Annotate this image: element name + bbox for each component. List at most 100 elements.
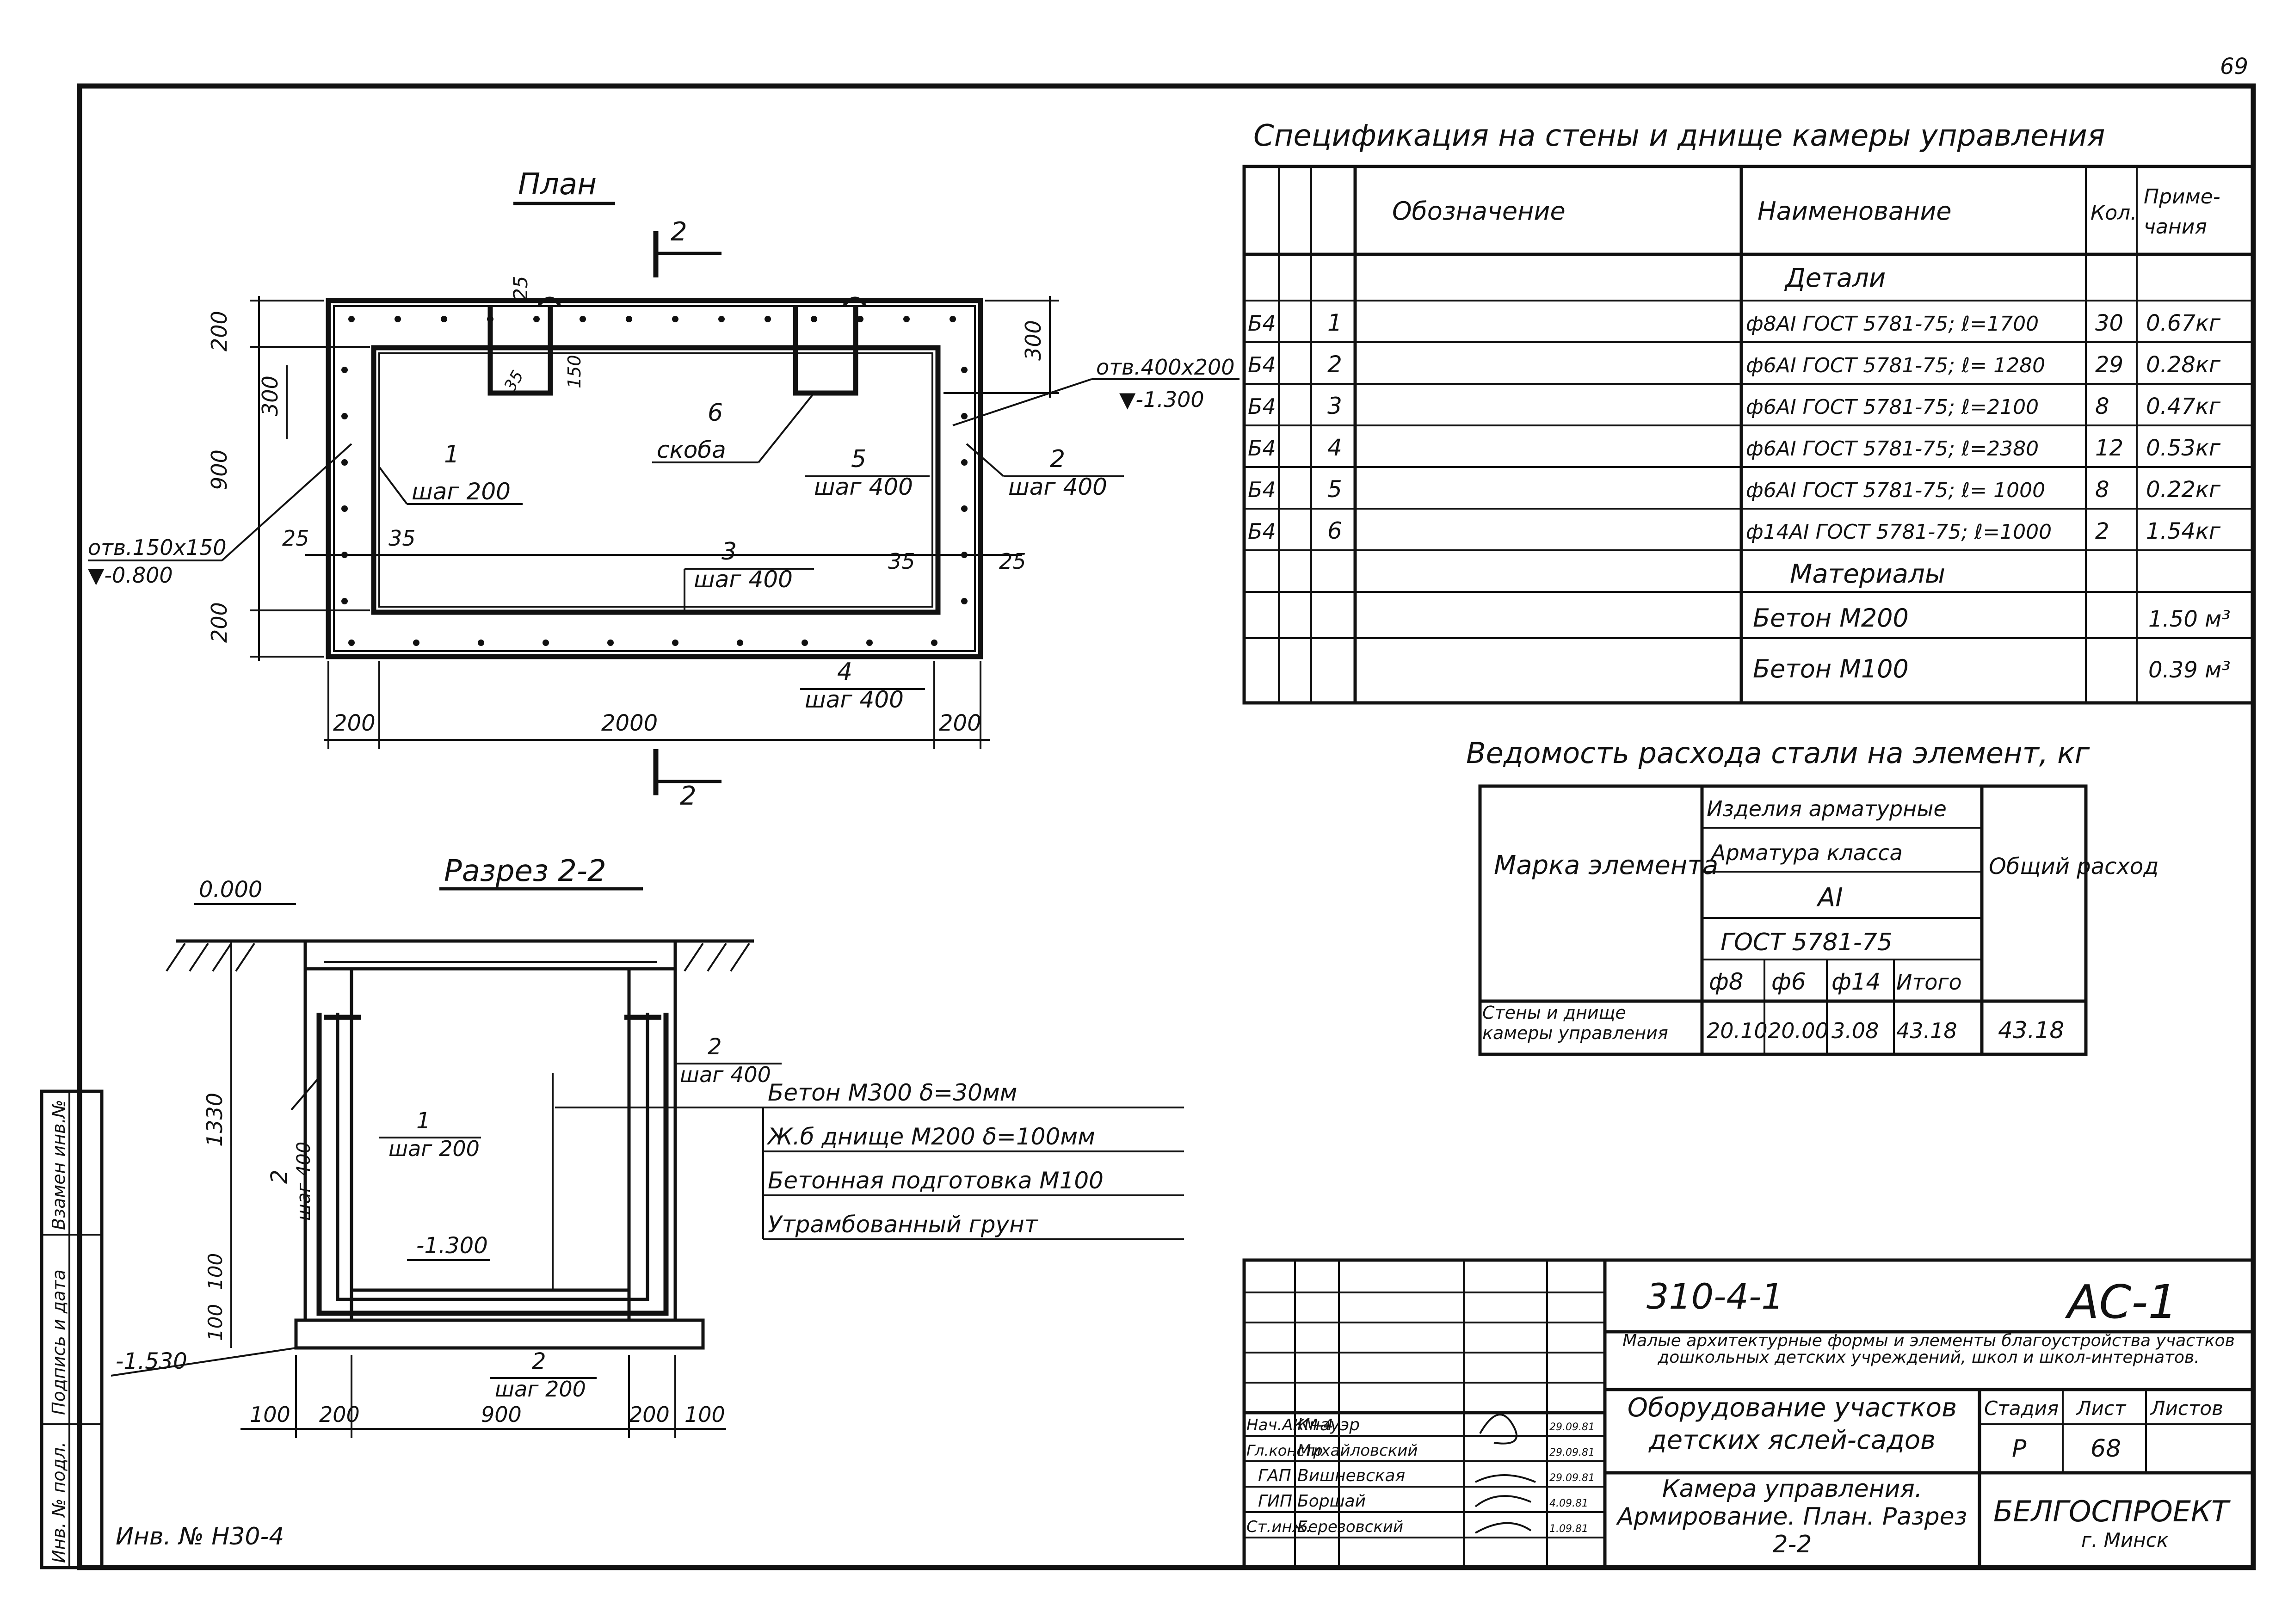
svg-text:12: 12	[2095, 435, 2123, 461]
dim-35-left: 35	[388, 526, 416, 551]
title-block: 310-4-1 АС-1 Малые архитектурные формы и…	[1242, 1258, 2254, 1569]
steel-col-f14: ф14	[1832, 968, 1881, 995]
steel-value-total: 43.18	[1896, 1018, 1957, 1043]
plan-callout-1-step: шаг 200	[412, 478, 511, 505]
svg-text:ф6АI ГОСТ 5781-75; ℓ= 1000: ф6АI ГОСТ 5781-75; ℓ= 1000	[1746, 479, 2045, 502]
svg-text:6: 6	[1327, 517, 1342, 544]
plan-callout-2-num: 2	[1050, 445, 1065, 473]
section-callout-2b-num: 2	[266, 1169, 292, 1184]
svg-text:1.09.81: 1.09.81	[1549, 1523, 1588, 1535]
dim-b-900: 900	[481, 1402, 522, 1427]
svg-text:ф6АI ГОСТ 5781-75; ℓ= 1280: ф6АI ГОСТ 5781-75; ℓ= 1280	[1746, 354, 2045, 377]
signature-scribbles	[1474, 1414, 1536, 1534]
dim-b-200-right: 200	[629, 1402, 670, 1427]
svg-text:ГАП: ГАП	[1258, 1466, 1291, 1485]
plan-callout-5-step: шаг 400	[814, 474, 913, 500]
svg-text:3: 3	[1327, 393, 1342, 419]
dim-top-25: 25	[509, 276, 532, 301]
svg-text:0.67кг: 0.67кг	[2146, 310, 2221, 336]
spec-header-name: Наименование	[1758, 197, 1952, 226]
steel-col-total: Итого	[1896, 970, 1962, 995]
steel-mark-header: Марка элемента	[1494, 850, 1718, 880]
svg-text:Ст.инж.: Ст.инж.	[1246, 1518, 1311, 1536]
side-stamp-inv: Инв. № подл.	[49, 1442, 69, 1563]
plan-callout-1-num: 1	[444, 441, 459, 468]
section-mark-top: 2	[671, 217, 687, 247]
stamp-object: Оборудование участков детских яслей-садо…	[1627, 1393, 1957, 1455]
dim-25-right: 25	[999, 549, 1026, 574]
svg-text:0.22кг: 0.22кг	[2146, 477, 2221, 503]
svg-text:5: 5	[1327, 476, 1342, 503]
steel-title: Ведомость расхода стали на элемент, кг	[1466, 736, 2090, 770]
stamp-sheet: 68	[2090, 1435, 2121, 1463]
inventory-number: Инв. № Н30-4	[116, 1523, 284, 1550]
side-stamp-replace: Взамен инв.№	[49, 1100, 69, 1230]
svg-text:Кнауэр: Кнауэр	[1297, 1415, 1360, 1434]
plan-callout-4-step: шаг 400	[805, 686, 904, 713]
spec-row: Б4 4 ф6АI ГОСТ 5781-75; ℓ=2380 12 0.53кг	[1248, 434, 2221, 461]
steel-value-f6: 20.00	[1768, 1018, 1829, 1043]
dim-top-150: 150	[564, 355, 585, 388]
plan-callout-4-num: 4	[837, 658, 852, 686]
svg-text:Б4: Б4	[1248, 352, 1276, 377]
stamp-stage: Р	[2012, 1435, 2027, 1463]
dim-h-1330: 1330	[202, 1093, 227, 1147]
steel-class: Арматура класса	[1710, 840, 1903, 865]
spec-row: Б4 2 ф6АI ГОСТ 5781-75; ℓ= 1280 29 0.28к…	[1248, 351, 2221, 378]
spec-row: Б4 1 ф8АI ГОСТ 5781-75; ℓ=1700 30 0.67кг	[1248, 309, 2221, 336]
spec-group-materials: Материалы	[1790, 559, 1945, 589]
plan-callout-5-num: 5	[851, 445, 866, 473]
spec-row: Б4 6 ф14АI ГОСТ 5781-75; ℓ=1000 2 1.54кг	[1248, 517, 2221, 544]
section-callout-2a-num: 2	[708, 1034, 722, 1060]
svg-text:1.54кг: 1.54кг	[2146, 518, 2221, 544]
svg-text:30: 30	[2095, 310, 2123, 336]
svg-text:ГИП: ГИП	[1258, 1492, 1292, 1511]
section-title: Разрез 2-2	[444, 854, 606, 888]
steel-value-f8: 20.10	[1707, 1018, 1768, 1043]
steel-class-ai: АI	[1816, 883, 1843, 913]
stamp-stage-label: Стадия	[1984, 1397, 2059, 1420]
steel-row-label: Стены и днище камеры управления	[1482, 1003, 1668, 1043]
svg-text:8: 8	[2095, 477, 2109, 503]
spec-group-details: Детали	[1784, 263, 1886, 293]
stamp-drawing: Камера управления. Армирование. План. Ра…	[1617, 1475, 1967, 1558]
section-callout-2c-step: шаг 200	[495, 1377, 586, 1402]
plan-title: План	[518, 167, 597, 202]
svg-text:Гл.констр: Гл.констр	[1246, 1442, 1323, 1459]
level-top: 0.000	[199, 877, 262, 903]
hole-right-size: отв.400х200	[1096, 355, 1235, 380]
plan-callout-2-step: шаг 400	[1008, 474, 1107, 500]
steel-value-f14: 3.08	[1832, 1018, 1879, 1043]
spec-material-2-name: Бетон М100	[1753, 654, 1909, 683]
spec-material-1-name: Бетон М200	[1753, 603, 1909, 633]
svg-text:0.53кг: 0.53кг	[2146, 435, 2221, 461]
layer-3: Бетонная подготовка М100	[768, 1167, 1104, 1194]
plan-callout-3-num: 3	[722, 538, 737, 566]
spec-material-1-note: 1.50 м³	[2148, 606, 2231, 632]
section-callout-2c-num: 2	[532, 1348, 546, 1374]
spec-material-2-note: 0.39 м³	[2148, 657, 2231, 683]
hole-right-level: ▼-1.300	[1119, 387, 1204, 412]
svg-text:29.09.81: 29.09.81	[1549, 1472, 1595, 1484]
svg-text:0.47кг: 0.47кг	[2146, 394, 2221, 419]
page-number: 69	[2220, 54, 2248, 80]
plan-callout-3-step: шаг 400	[694, 566, 793, 593]
steel-table: Ведомость расхода стали на элемент, кг М…	[1466, 736, 2158, 1056]
steel-gost: ГОСТ 5781-75	[1720, 929, 1893, 956]
level-floor: -1.300	[416, 1233, 488, 1259]
svg-text:0.28кг: 0.28кг	[2146, 352, 2221, 378]
plan-callout-6-step: скоба	[657, 437, 726, 463]
spec-table: Спецификация на стены и днище камеры упр…	[1242, 119, 2254, 705]
dim-h-100a: 100	[204, 1253, 227, 1290]
svg-text:Нач.АКМ-4: Нач.АКМ-4	[1246, 1416, 1333, 1434]
section-callout-2a-step: шаг 400	[680, 1062, 771, 1087]
plan-view: План 2	[88, 167, 1240, 811]
dim-35-right: 35	[888, 549, 915, 574]
side-stamp: Инв. № подл. Подпись и дата Взамен инв.№	[40, 1089, 104, 1569]
steel-total-header: Общий расход	[1989, 854, 2158, 880]
svg-text:Вишневская: Вишневская	[1297, 1466, 1405, 1485]
svg-text:ф6АI ГОСТ 5781-75; ℓ=2380: ф6АI ГОСТ 5781-75; ℓ=2380	[1746, 437, 2039, 461]
spec-row: Б4 5 ф6АI ГОСТ 5781-75; ℓ= 1000 8 0.22кг	[1248, 476, 2221, 503]
